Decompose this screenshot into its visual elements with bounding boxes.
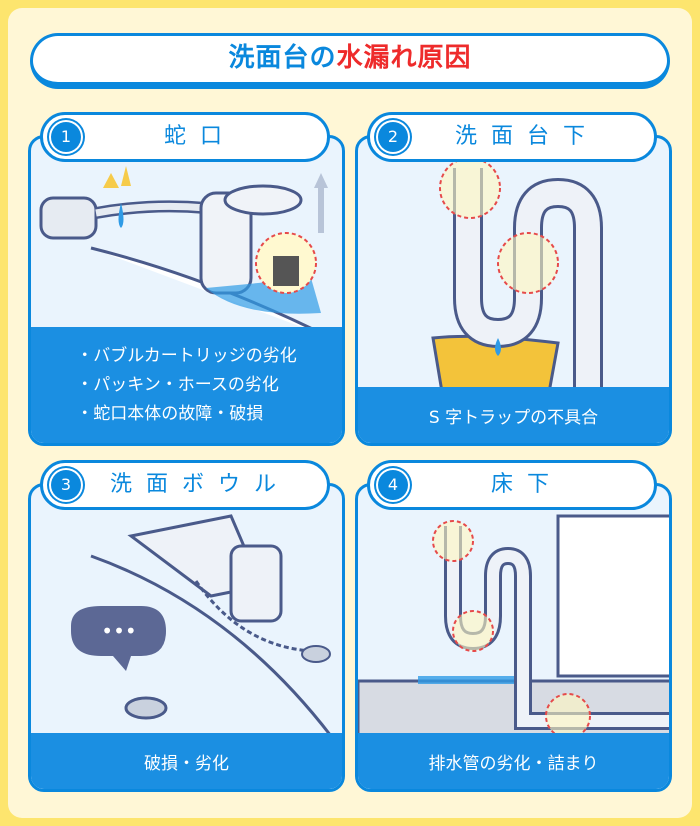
panel-heading: 洗面台下 (454, 124, 599, 149)
faucet-illustration (39, 166, 332, 338)
drain-pipe-illustration (358, 514, 669, 739)
list-item: ・蛇口本体の故障・破損 (76, 403, 264, 424)
tab-under-floor: 4 床下 (367, 460, 657, 510)
number-badge: 2 (378, 122, 408, 152)
panel-under-floor: 排水管の劣化・詰まり (355, 483, 672, 792)
title-prefix: 洗面台の (228, 43, 337, 73)
tab-sink-bowl: 3 洗面ボウル (40, 460, 330, 510)
panel-faucet: ・バブルカートリッジの劣化・パッキン・ホースの劣化・蛇口本体の故障・破損 (28, 135, 345, 446)
panel-heading: 洗面ボウル (109, 472, 290, 497)
number-badge: 1 (51, 122, 81, 152)
tab-under-sink: 2 洗面台下 (367, 112, 657, 162)
panel-sink-bowl: ••• 破損・劣化 (28, 483, 345, 792)
panel-caption: 排水管の劣化・詰まり (358, 733, 669, 789)
panel-caption: ・バブルカートリッジの劣化・パッキン・ホースの劣化・蛇口本体の故障・破損 (31, 327, 342, 443)
panel-caption: 破損・劣化 (31, 733, 342, 789)
dots: ••• (101, 619, 136, 643)
panel-under-sink: S 字トラップの不具合 (355, 135, 672, 446)
panel-heading: 床下 (490, 472, 563, 497)
page-title: 洗面台の水漏れ原因 (30, 33, 670, 89)
panel-heading: 蛇口 (163, 124, 236, 149)
title-highlight: 水漏れ原因 (336, 43, 472, 73)
number-badge: 3 (51, 470, 81, 500)
number-badge: 4 (378, 470, 408, 500)
cause-list: ・バブルカートリッジの劣化・パッキン・ホースの劣化・蛇口本体の故障・破損 (76, 342, 297, 429)
tab-faucet: 1 蛇口 (40, 112, 330, 162)
list-item: ・パッキン・ホースの劣化 (76, 374, 279, 395)
s-trap-illustration (431, 157, 603, 398)
panel-caption: S 字トラップの不具合 (358, 387, 669, 443)
list-item: ・バブルカートリッジの劣化 (76, 345, 297, 366)
sink-bowl-illustration: ••• (71, 514, 333, 737)
